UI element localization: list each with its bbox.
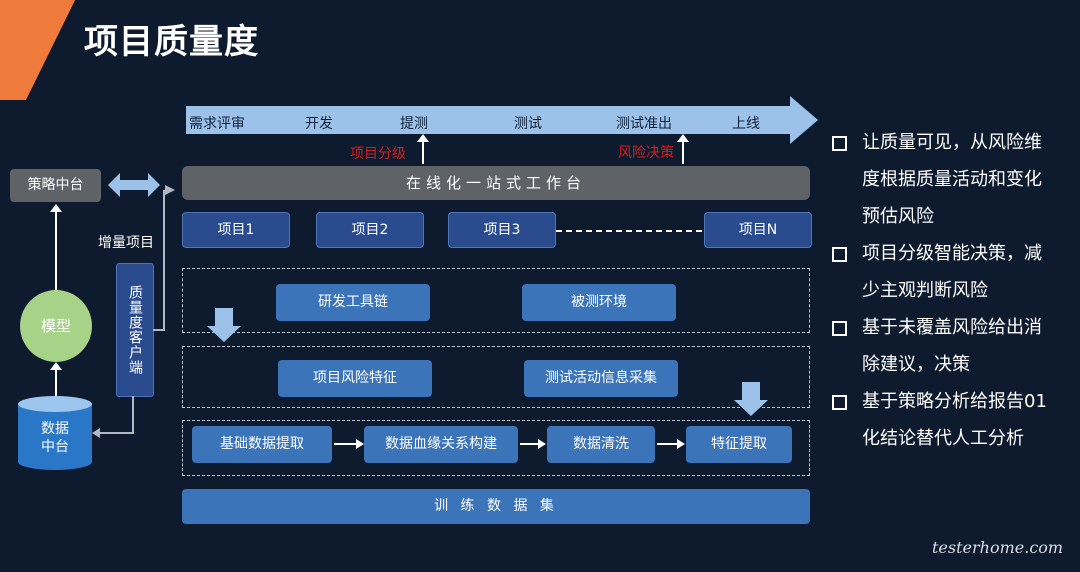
test-activity-collection: 测试活动信息采集 (524, 360, 678, 397)
bullet-2-line-1: 项目分级智能决策，减 (862, 243, 1042, 264)
bullet-item: 基于未覆盖风险给出消 除建议，决策 (832, 309, 1072, 383)
pipeline-arrow-3-line (657, 443, 677, 445)
bullet-item: 项目分级智能决策，减 少主观判断风险 (832, 235, 1072, 309)
data-center-line-1: 数据 (41, 421, 69, 437)
pipeline-arrow-1-line (334, 443, 356, 445)
stage-test-exit: 测试准出 (616, 116, 672, 132)
client-to-data-head (92, 428, 100, 438)
tools-container (182, 268, 810, 333)
project-2: 项目2 (316, 212, 424, 248)
bullet-1-line-3: 预估风险 (862, 206, 934, 227)
test-environment: 被测环境 (522, 284, 676, 321)
down-arrow-tools (207, 308, 241, 344)
dev-toolchain: 研发工具链 (276, 284, 430, 321)
stage-testing: 测试 (514, 116, 542, 132)
bullet-3-line-1: 基于未覆盖风险给出消 (862, 317, 1042, 338)
incremental-project-label: 增量项目 (98, 235, 154, 251)
bullet-4-line-2: 化结论替代人工分析 (862, 428, 1024, 449)
stage-development: 开发 (305, 116, 333, 132)
features-container (182, 346, 810, 408)
data-lineage-building: 数据血缘关系构建 (364, 426, 518, 463)
project-ellipsis-line (556, 230, 702, 232)
watermark: testerhome.com (932, 538, 1064, 557)
stage-arrow-head (790, 96, 818, 144)
down-arrow-features (734, 382, 768, 418)
client-to-platform-head (165, 185, 175, 195)
project-risk-features: 项目风险特征 (278, 360, 432, 397)
risk-decision-label: 风险决策 (618, 145, 674, 161)
project-3: 项目3 (448, 212, 556, 248)
pipeline-arrow-1-head (356, 439, 364, 449)
bullet-item: 让质量可见，从风险维 度根据质量活动和变化 预估风险 (832, 124, 1072, 235)
page-title: 项目质量度 (84, 22, 259, 62)
client-to-platform-line-h (153, 329, 165, 331)
stage-launch: 上线 (732, 116, 760, 132)
strategy-center: 策略中台 (10, 169, 101, 202)
pipeline-arrow-3-head (677, 439, 685, 449)
data-center-line-2: 中台 (41, 439, 69, 455)
client-to-data-line-v (132, 396, 134, 433)
model-to-strategy-line (55, 210, 57, 290)
bullet-4-line-1: 基于策略分析给报告01 (862, 391, 1047, 412)
risk-decision-up-arrow (677, 134, 689, 164)
project-n: 项目N (704, 212, 812, 248)
bullet-2-line-2: 少主观判断风险 (862, 280, 988, 301)
double-arrow-icon (108, 173, 160, 197)
bullet-1-line-1: 让质量可见，从风险维 (862, 132, 1042, 153)
bullet-3-line-2: 除建议，决策 (862, 354, 970, 375)
basic-data-extraction: 基础数据提取 (192, 426, 332, 463)
stage-requirements-review: 需求评审 (189, 116, 245, 132)
client-to-data-line-h (98, 432, 134, 434)
data-to-model-head (50, 362, 62, 370)
pipeline-arrow-2-line (520, 443, 538, 445)
model-node: 模型 (20, 290, 92, 362)
training-dataset: 训 练 数 据 集 (182, 489, 810, 524)
one-stop-platform: 在线化一站式工作台 (182, 166, 810, 200)
bullet-1-line-2: 度根据质量活动和变化 (862, 169, 1042, 190)
bullet-item: 基于策略分析给报告01 化结论替代人工分析 (832, 383, 1072, 457)
data-center-database: 数据中台 (18, 396, 92, 470)
stage-submit-test: 提测 (400, 116, 428, 132)
stage-arrow (186, 106, 792, 134)
feature-extraction: 特征提取 (686, 426, 792, 463)
grading-label: 项目分级 (350, 146, 406, 162)
grading-up-arrow (417, 134, 429, 164)
quality-client: 质量度客户端 (116, 263, 154, 397)
bullet-list: 让质量可见，从风险维 度根据质量活动和变化 预估风险 项目分级智能决策，减 少主… (832, 124, 1072, 457)
data-cleaning: 数据清洗 (547, 426, 655, 463)
pipeline-arrow-2-head (538, 439, 546, 449)
pipeline-container (182, 420, 810, 476)
client-to-platform-line-v (163, 190, 165, 330)
corner-decoration (0, 0, 80, 100)
project-1: 项目1 (182, 212, 290, 248)
model-to-strategy-head (50, 204, 62, 212)
data-to-model-line (55, 368, 57, 396)
